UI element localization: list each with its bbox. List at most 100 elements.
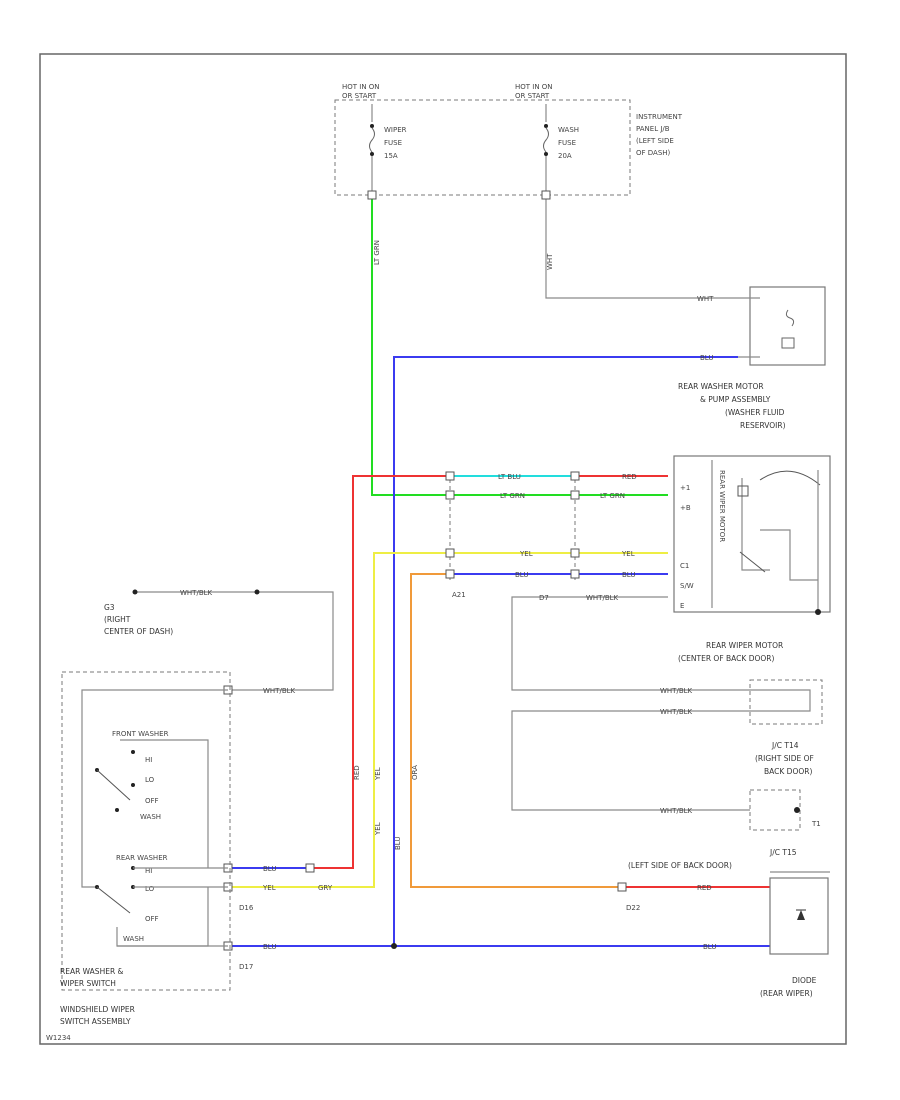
motor-pin-4: S/W bbox=[680, 582, 694, 590]
fuse-block-outline bbox=[334, 99, 631, 196]
hot-header-right-1: HOT IN ON bbox=[515, 83, 553, 91]
switch-pos-lo2: LO bbox=[145, 885, 155, 893]
wire-label-whtblk-sw: WHT/BLK bbox=[263, 687, 296, 695]
connector-label-d22: D22 bbox=[626, 904, 640, 912]
fuse-left-label-1: WIPER bbox=[384, 126, 407, 134]
wire-label-yel-v2: YEL bbox=[374, 822, 382, 836]
wire-label-lt-grn-2: LT GRN bbox=[500, 492, 525, 500]
washer-label-2: & PUMP ASSEMBLY bbox=[700, 395, 771, 404]
hot-header-right-2: OR START bbox=[515, 92, 550, 100]
wire-label-whtblk-jc2: WHT/BLK bbox=[660, 708, 693, 716]
jc1-label-3: BACK DOOR) bbox=[764, 767, 812, 776]
switch-pos-hi2: HI bbox=[145, 867, 152, 875]
motor-pin-2: +B bbox=[680, 504, 691, 512]
front-switch-contact bbox=[96, 769, 131, 801]
rear-switch-contact bbox=[96, 886, 131, 914]
wire-label-red-top: RED bbox=[622, 473, 637, 481]
wire-label-whtblk-motor: WHT/BLK bbox=[586, 594, 619, 602]
washer-label-3: (WASHER FLUID bbox=[725, 408, 785, 417]
diagram-frame bbox=[39, 53, 847, 1045]
connector-label-d7: D7 bbox=[539, 594, 549, 602]
wire-label-whtblk-jc1: WHT/BLK bbox=[660, 687, 693, 695]
hot-header-left-1: HOT IN ON bbox=[342, 83, 380, 91]
switch-pos-off2: OFF bbox=[145, 915, 159, 923]
motor-pin-1: +1 bbox=[680, 484, 690, 492]
diagram-code: W1234 bbox=[46, 1034, 71, 1042]
motor-switch-contact bbox=[739, 551, 766, 573]
wire-label-yel-top2: YEL bbox=[621, 550, 635, 558]
rwm-label-2: (CENTER OF BACK DOOR) bbox=[678, 654, 775, 663]
washer-motor-icon bbox=[781, 337, 795, 349]
switch-rear-label: REAR WASHER bbox=[116, 854, 168, 862]
wire-label-blu-switch: BLU bbox=[263, 865, 276, 873]
wire-label-lt-blu: LT BLU bbox=[498, 473, 521, 481]
rwm-label-1: REAR WIPER MOTOR bbox=[706, 641, 783, 650]
wiper-fuse-icon bbox=[369, 127, 375, 153]
switch-label-4: SWITCH ASSEMBLY bbox=[60, 1017, 131, 1026]
motor-cam-icon bbox=[759, 470, 821, 486]
wire-red bbox=[310, 475, 450, 869]
wire-blu-main bbox=[393, 356, 738, 946]
g3-label-3: CENTER OF DASH) bbox=[104, 627, 173, 636]
rear-wiper-motor-box[interactable] bbox=[673, 455, 831, 613]
wire-label-blu-diode: BLU bbox=[703, 943, 716, 951]
wire-label-blu-bottom: BLU bbox=[263, 943, 276, 951]
wire-label-lt-grn: LT GRN bbox=[373, 240, 381, 265]
motor-armature-icon bbox=[737, 485, 749, 497]
wire-label-yel-bottom: YEL bbox=[262, 884, 276, 892]
wash-fuse-icon bbox=[543, 127, 549, 153]
wire-label-yel-top: YEL bbox=[519, 550, 533, 558]
wire-label-blu-sw: BLU bbox=[515, 571, 528, 579]
switch-label-3: WINDSHIELD WIPER bbox=[60, 1005, 135, 1014]
wire-lt-grn bbox=[371, 195, 668, 496]
wire-label-red-v: RED bbox=[353, 765, 361, 780]
wire-label-whtblk-g3: WHT/BLK bbox=[180, 589, 213, 597]
wire-label-whtblk-jc3: WHT/BLK bbox=[660, 807, 693, 815]
wire-yel bbox=[228, 552, 668, 888]
connector-label-a21: A21 bbox=[452, 591, 466, 599]
switch-pos-hi: HI bbox=[145, 756, 152, 764]
wire-wht bbox=[545, 195, 738, 299]
panel-label-1: INSTRUMENT bbox=[636, 113, 683, 121]
fuse-right-label-2: FUSE bbox=[558, 139, 576, 147]
switch-pos-wash2: WASH bbox=[123, 935, 144, 943]
g3-label-2: (RIGHT bbox=[104, 615, 131, 624]
wire-label-gry: GRY bbox=[318, 884, 333, 892]
ground-t1-box bbox=[749, 789, 801, 831]
switch-label-1: REAR WASHER & bbox=[60, 967, 124, 976]
motor-pin-5: E bbox=[680, 602, 684, 610]
connector-pins bbox=[223, 190, 627, 951]
wire-ora bbox=[410, 573, 622, 888]
jc1-label-1: J/C T14 bbox=[771, 741, 799, 750]
motor-pin-3: C1 bbox=[680, 562, 689, 570]
wire-label-ora: ORA bbox=[411, 765, 419, 780]
g3-label-1: G3 bbox=[104, 603, 115, 612]
washer-motor-box[interactable] bbox=[749, 286, 826, 366]
connector-label-d17: D17 bbox=[239, 963, 253, 971]
fuse-right-label-3: 20A bbox=[558, 152, 572, 160]
jc2-label-2: (LEFT SIDE OF BACK DOOR) bbox=[628, 861, 732, 870]
wire-wht-blk-g3 bbox=[135, 591, 334, 691]
washer-pump-icon bbox=[785, 309, 795, 327]
wire-label-wht-v: WHT bbox=[546, 253, 554, 270]
jc-t14-box[interactable] bbox=[749, 679, 823, 725]
ground-t1-label: T1 bbox=[811, 820, 821, 828]
wire-label-blu-vert: BLU bbox=[394, 837, 402, 850]
fuse-left-label-3: 15A bbox=[384, 152, 398, 160]
panel-label-4: OF DASH) bbox=[636, 149, 671, 157]
diode-label-2: (REAR WIPER) bbox=[760, 989, 813, 998]
washer-label-1: REAR WASHER MOTOR bbox=[678, 382, 764, 391]
wire-label-red-diode: RED bbox=[697, 884, 712, 892]
panel-label-2: PANEL J/B bbox=[636, 125, 670, 133]
diode-box[interactable] bbox=[769, 877, 829, 955]
wire-label-wht: WHT bbox=[697, 295, 714, 303]
switch-front-label: FRONT WASHER bbox=[112, 730, 169, 738]
wire-label-blu-top: BLU bbox=[700, 354, 713, 362]
diode-symbol-icon bbox=[797, 910, 805, 920]
switch-assembly-outline[interactable] bbox=[61, 671, 231, 991]
switch-pos-lo: LO bbox=[145, 776, 155, 784]
hot-header-left-2: OR START bbox=[342, 92, 377, 100]
jc2-label-1: J/C T15 bbox=[769, 848, 797, 857]
diode-label-1: DIODE bbox=[792, 976, 817, 985]
